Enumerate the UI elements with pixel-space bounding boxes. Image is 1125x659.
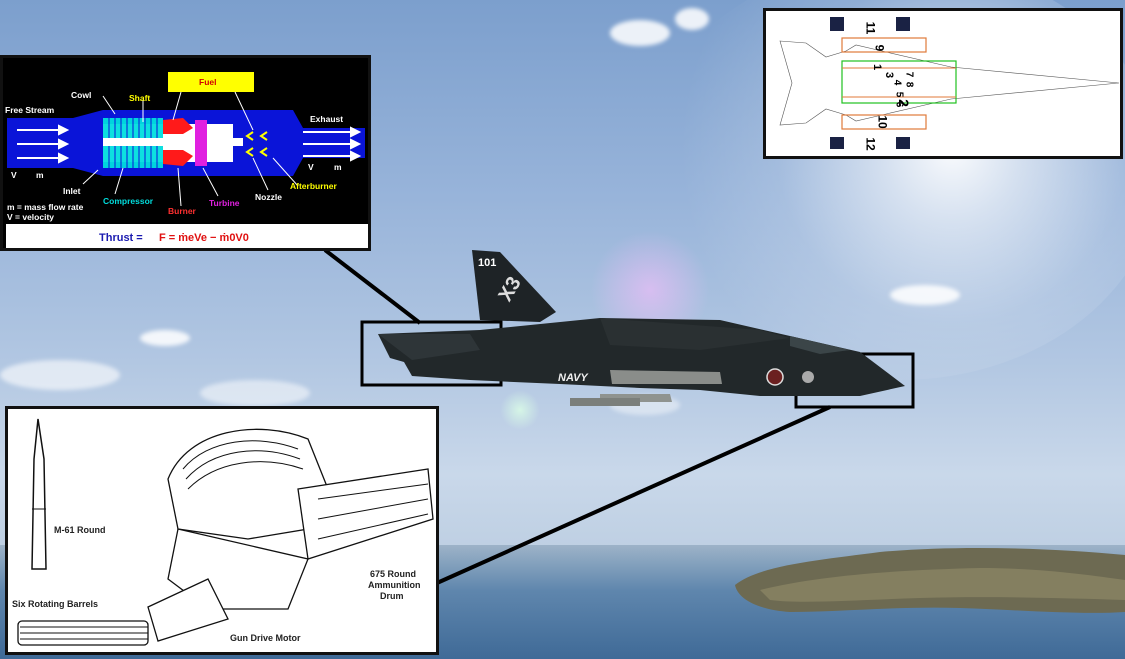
label-inlet: Inlet — [63, 186, 81, 196]
cloud — [0, 360, 120, 390]
label-me: m — [334, 162, 342, 172]
aircraft-planform — [779, 17, 1120, 151]
station-9: 9 — [872, 44, 887, 52]
legend-mass-flow: m = mass flow rate — [7, 202, 84, 212]
cloud — [140, 330, 190, 346]
lens-flare-small — [500, 390, 540, 430]
station-11: 11 — [863, 21, 878, 35]
cloud — [610, 20, 670, 46]
label-drum-line1: 675 Round — [370, 569, 417, 579]
station-8: 8 — [903, 81, 915, 88]
label-m0: m — [36, 170, 44, 180]
station-1: 1 — [871, 63, 884, 71]
station-2: 2 — [895, 99, 912, 107]
engine-drawing — [6, 72, 368, 248]
label-turbine: Turbine — [209, 198, 240, 208]
cloud — [890, 285, 960, 305]
label-m61-round: M-61 Round — [54, 525, 106, 535]
label-nozzle: Nozzle — [255, 192, 282, 202]
thrust-label: Thrust = — [99, 232, 143, 244]
label-free-stream: Free Stream — [5, 105, 55, 115]
cloud — [200, 380, 310, 406]
station-12: 12 — [863, 137, 878, 151]
label-six-barrels: Six Rotating Barrels — [12, 599, 99, 609]
label-v0: V — [11, 170, 17, 180]
label-drum-line3: Drum — [380, 591, 404, 601]
cloud — [675, 8, 709, 30]
label-exhaust: Exhaust — [310, 114, 344, 124]
gun-drawing — [17, 418, 434, 646]
station-3: 3 — [883, 71, 896, 79]
legend-velocity: V = velocity — [7, 212, 55, 222]
label-afterburner: Afterburner — [290, 181, 337, 191]
tail-number: 101 — [478, 257, 496, 269]
turbojet-diagram-panel: Free Stream Cowl Shaft Fuel Exhaust V m … — [0, 55, 371, 251]
label-gun-drive-motor: Gun Drive Motor — [230, 633, 301, 643]
station-4: 4 — [891, 79, 903, 86]
station-5: 5 — [893, 91, 905, 98]
station-7: 7 — [903, 71, 915, 78]
thrust-equation: F = ṁeVe − ṁ0V0 — [159, 232, 249, 244]
label-shaft: Shaft — [129, 93, 151, 103]
label-drum-line2: Ammunition — [368, 580, 421, 590]
m61-gun-diagram-panel: M-61 Round Six Rotating Barrels Gun Driv… — [5, 406, 439, 655]
station-10: 10 — [875, 115, 890, 129]
label-compressor: Compressor — [103, 196, 154, 206]
label-ve: V — [308, 162, 314, 172]
label-cowl: Cowl — [71, 90, 92, 100]
navy-marking: NAVY — [558, 372, 589, 384]
label-fuel: Fuel — [199, 77, 217, 87]
label-burner: Burner — [168, 206, 196, 216]
plan-view-panel: 11 9 1 3 4 7 8 5 6 2 10 12 — [763, 8, 1123, 159]
